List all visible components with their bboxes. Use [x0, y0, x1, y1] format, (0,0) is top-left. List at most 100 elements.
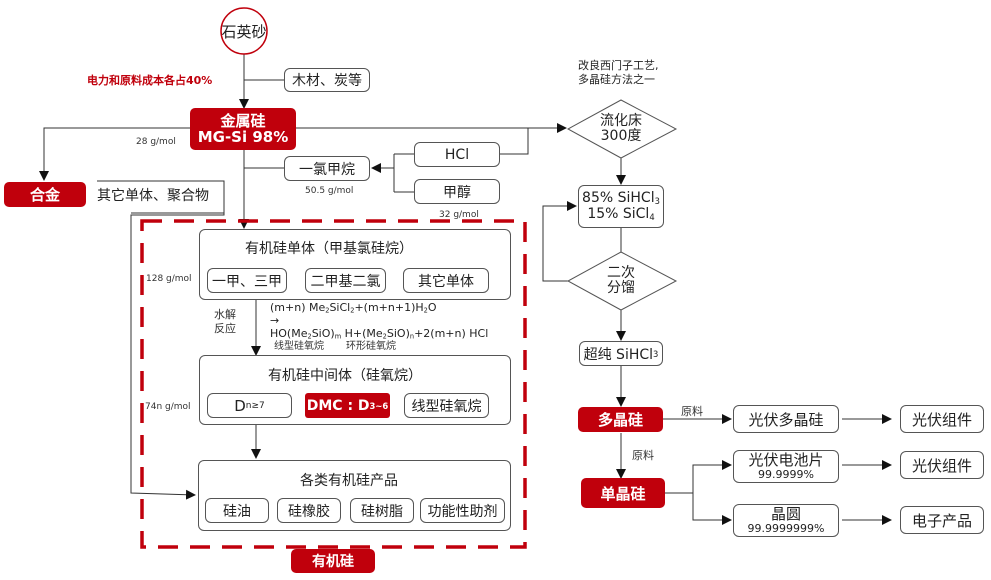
cost-note: 电力和原料成本各占40% [87, 74, 213, 87]
arrow-monosi-to-wafer [692, 493, 732, 525]
product-silicone-resin: 硅树脂 [350, 498, 414, 523]
methanol-box: 甲醇 [414, 179, 500, 204]
siemens-note-line2: 多晶硅方法之一 [578, 73, 655, 87]
raw-material-label-1: 原料 [681, 405, 703, 418]
distill-line1: 二次 [607, 264, 635, 281]
electronics-label: 电子产品 [911, 511, 972, 530]
mix-line2: 15% SiCl4 [587, 205, 655, 222]
wafer-purity: 99.9999999% [747, 521, 825, 535]
hydrolysis-label-line2: 反应 [214, 321, 236, 335]
chloromethane-label: 一氯甲烷 [299, 161, 355, 178]
monomer-molar-mass: 128 g/mol [146, 274, 192, 284]
pv-module-box-1: 光伏组件 [900, 405, 984, 433]
products-title: 各类有机硅产品 [300, 473, 398, 489]
fluid-bed-diamond [566, 99, 678, 159]
metal-silicon-grade: MG-Si 98% [197, 128, 289, 146]
intermediate-molar-mass: 74n g/mol [145, 402, 191, 412]
raw-material-label-2: 原料 [632, 449, 654, 462]
alloy-box: 合金 [4, 182, 86, 207]
quartz-sand-label: 石英砂 [221, 22, 267, 41]
other-monomers-bracket [97, 180, 225, 214]
siemens-note-line1: 改良西门子工艺, [578, 59, 659, 72]
methanol-label: 甲醇 [443, 184, 471, 201]
linear-siloxane-label: 线型硅氧烷 [411, 398, 482, 415]
electronics-box: 电子产品 [900, 506, 984, 534]
line-hcl-merge [500, 128, 529, 155]
fluid-bed: 流化床 300度 [590, 112, 652, 146]
arrow-mgsi-to-alloy [39, 127, 190, 181]
product-functional-additives: 功能性助剂 [420, 498, 505, 523]
metal-silicon-title: 金属硅 [220, 111, 266, 130]
polysilicon-box: 多晶硅 [578, 407, 663, 432]
methanol-molar-mass: 32 g/mol [439, 210, 479, 220]
pv-cell-label: 光伏电池片 [748, 451, 824, 470]
chloromethane-molar-mass: 50.5 g/mol [305, 186, 354, 196]
monocrystalline-label: 单晶硅 [600, 484, 646, 503]
wood-carbon-label: 木材、炭等 [292, 73, 362, 89]
equation-line1: (m+n) Me2SiCl2+(m+n+1)H2O [270, 301, 437, 315]
product-label: 硅树脂 [361, 503, 403, 520]
arrow-distill-loop [542, 201, 577, 282]
arrow-monosi-to-pvcell [692, 460, 732, 493]
product-label: 功能性助剂 [427, 503, 498, 520]
organosilicon-boundary [140, 219, 527, 549]
wood-carbon-box: 木材、炭等 [284, 68, 370, 92]
monocrystalline-box: 单晶硅 [581, 478, 665, 508]
pv-polysilicon-box: 光伏多晶硅 [733, 405, 839, 433]
hydrolysis-label: 水解 反应 [214, 308, 236, 336]
metal-silicon-box: 金属硅 MG-Si 98% [190, 108, 296, 150]
monomer-title: 有机硅单体（甲基氯硅烷） [245, 241, 413, 257]
chlorosilane-mix-box: 85% SiHCl3 15% SiCl4 [578, 185, 664, 228]
product-label: 硅橡胶 [288, 503, 330, 520]
intermediate-title: 有机硅中间体（硅氧烷） [268, 368, 422, 384]
chloromethane-box: 一氯甲烷 [284, 156, 370, 181]
product-silicone-oil: 硅油 [205, 498, 269, 523]
alloy-label: 合金 [29, 186, 60, 204]
intermediate-item-linear: 线型硅氧烷 [404, 393, 489, 418]
organosilicon-label: 有机硅 [291, 549, 375, 573]
hydrolysis-label-line1: 水解 [214, 308, 236, 321]
pv-module-label: 光伏组件 [911, 410, 972, 429]
dmc-main: DMC : D [306, 397, 370, 414]
monomer-item-label: 一甲、三甲 [212, 273, 282, 290]
hcl-box: HCl [414, 142, 500, 167]
product-silicone-rubber: 硅橡胶 [277, 498, 341, 523]
dn-sub: n≥7 [245, 400, 265, 411]
other-monomers-polymers: 其它单体、聚合物 [97, 188, 209, 204]
monomer-item-dimethyldichloro: 二甲基二氯 [305, 268, 386, 293]
fluid-bed-line1: 流化床 [600, 112, 642, 129]
hcl-label: HCl [444, 146, 470, 163]
pv-module-box-2: 光伏组件 [900, 451, 984, 479]
ultra-pure-label: 超纯 SiHCl [583, 346, 654, 363]
wafer-box: 晶圆 99.9999999% [733, 504, 839, 537]
dmc-sub: 3~6 [369, 400, 389, 411]
quartz-sand: 石英砂 [221, 14, 267, 48]
distill-diamond [566, 251, 678, 311]
monomer-item-mono-tri-methyl: 一甲、三甲 [207, 268, 287, 293]
equation-labels: 线型硅氧烷环形硅氧烷 [274, 341, 396, 353]
organosilicon-label-text: 有机硅 [312, 554, 354, 570]
product-label: 硅油 [223, 503, 251, 520]
monomer-item-label: 其它单体 [418, 273, 474, 290]
mgsi-molar-mass: 28 g/mol [136, 137, 176, 147]
pv-module-label: 光伏组件 [911, 456, 972, 475]
pv-cell-box: 光伏电池片 99.9999% [733, 450, 839, 483]
siemens-note: 改良西门子工艺, 多晶硅方法之一 [578, 59, 659, 88]
equation-line2: HO(Me2SiO)m H+(Me2SiO)n+2(m+n) HCl [270, 326, 489, 341]
distillation: 二次 分馏 [596, 264, 646, 298]
ultra-pure-sub: 3 [653, 348, 659, 359]
pv-polysilicon-label: 光伏多晶硅 [748, 410, 824, 429]
fluid-bed-line2: 300度 [600, 128, 642, 144]
mix-line1: 85% SiHCl3 [582, 190, 660, 207]
reaction-equation: (m+n) Me2SiCl2+(m+n+1)H2O → HO(Me2SiO)m … [270, 301, 489, 353]
pv-cell-purity: 99.9999% [758, 467, 814, 481]
monomer-item-label: 二甲基二氯 [310, 273, 381, 290]
quartz-sand-circle [220, 7, 268, 55]
polysilicon-label: 多晶硅 [597, 411, 643, 429]
monomer-item-other: 其它单体 [403, 268, 489, 293]
dn-main: D [234, 396, 246, 415]
